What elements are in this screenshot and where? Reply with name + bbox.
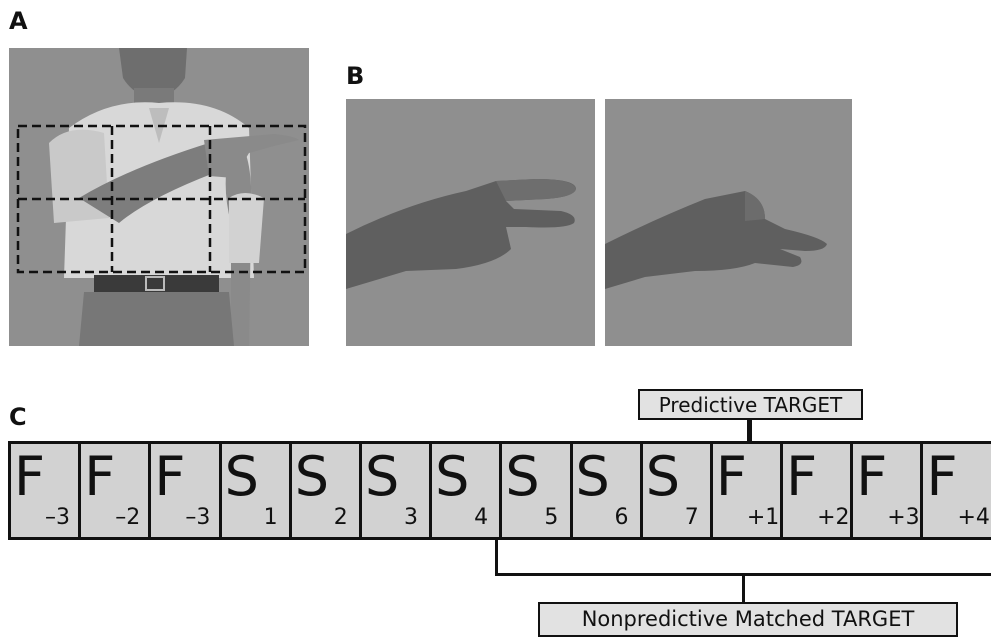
sequence-frame-index: 1 — [263, 505, 278, 530]
sequence-frame-cell: F–2 — [81, 444, 152, 537]
sequence-frame-letter: F — [926, 445, 958, 508]
sequence-frame-letter: S — [224, 445, 259, 508]
sequence-frame-letter: S — [645, 445, 680, 508]
sequence-frame-index: 5 — [544, 505, 559, 530]
sequence-frame-index: –3 — [45, 505, 70, 530]
panel-label-b: B — [346, 62, 365, 90]
sequence-frame-index: 6 — [614, 505, 629, 530]
predictive-target-connector — [747, 420, 752, 441]
sequence-frame-index: 3 — [403, 505, 418, 530]
sequence-frame-letter: S — [364, 445, 400, 508]
sequence-frame-letter: S — [505, 445, 540, 508]
sequence-frame-letter: S — [575, 445, 610, 508]
avatar-figure-image — [9, 48, 309, 346]
sequence-frame-index: 2 — [333, 505, 348, 530]
sequence-frame-letter: F — [856, 445, 888, 508]
sequence-frame-index: +1 — [746, 505, 780, 530]
avatar-figure-illustration — [16, 48, 307, 346]
panel-label-a: A — [9, 7, 28, 35]
panel-label-c: C — [9, 403, 27, 431]
hand-pointing-sideview-illustration — [346, 179, 576, 289]
sequence-frame-cell: F–3 — [151, 444, 222, 537]
sequence-frame-index: +4 — [957, 505, 990, 530]
sequence-frame-cell: F+3 — [853, 444, 924, 537]
sequence-frame-letter: F — [154, 445, 186, 508]
sequence-frame-index: +2 — [817, 505, 850, 530]
sequence-frame-letter: F — [84, 445, 116, 508]
sequence-frame-index: –3 — [185, 505, 211, 530]
nonpredictive-target-label: Nonpredictive Matched TARGET — [538, 602, 958, 637]
sequence-frame-index: 7 — [684, 505, 699, 530]
sequence-frame-letter: F — [14, 445, 46, 508]
sequence-frame-letter: F — [715, 445, 747, 508]
sequence-frame-index: +3 — [887, 505, 920, 530]
hand-pointing-angled-image — [605, 99, 852, 346]
nonpredictive-bracket-horizontal — [495, 573, 991, 576]
sequence-frame-cell: F–3 — [11, 444, 82, 537]
predictive-target-label: Predictive TARGET — [638, 389, 863, 420]
sequence-frame-letter: F — [786, 445, 818, 508]
nonpredictive-bracket-stem — [742, 576, 745, 602]
sequence-frame-letter: S — [435, 445, 470, 508]
sequence-frame-letter: S — [294, 445, 330, 508]
nonpredictive-bracket-left-tick — [495, 540, 498, 576]
sequence-frame-cell: F+4 — [923, 444, 991, 537]
sequence-frame-index: 4 — [474, 505, 489, 530]
sequence-frame-cell: F+2 — [783, 444, 854, 537]
sequence-frame-index: –2 — [115, 505, 141, 530]
hand-pointing-sideview-image — [346, 99, 595, 346]
hand-pointing-angled-illustration — [605, 191, 827, 289]
sequence-frame-cell: F+1 — [713, 444, 784, 537]
